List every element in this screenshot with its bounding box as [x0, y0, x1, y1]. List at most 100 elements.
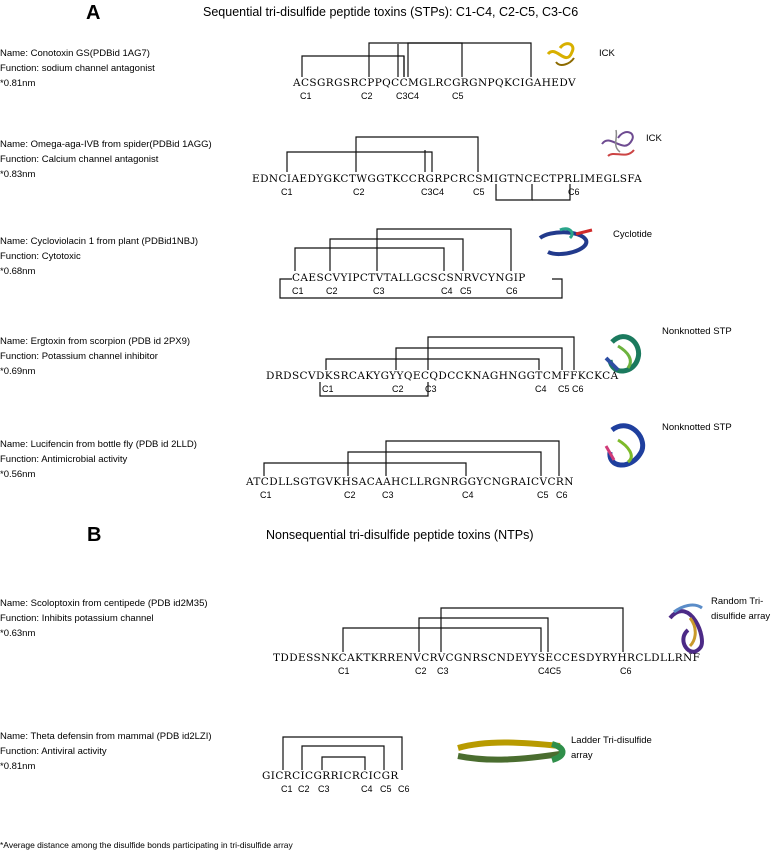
structure-label-5: Nonknotted STP: [662, 422, 732, 433]
panel-b-letter: B: [87, 524, 102, 546]
toxin-distance: *0.81nm: [0, 761, 36, 772]
cys-label: C6: [620, 666, 632, 676]
toxin-distance: *0.68nm: [0, 266, 36, 277]
bond-lines-3: [279, 228, 563, 299]
disulfide-bond: [301, 745, 385, 770]
toxin-info-3: Name: Cycloviolacin 1 from plant (PDBid1…: [0, 234, 198, 279]
cys-label: C2: [361, 91, 373, 101]
cys-label: C6: [572, 384, 584, 394]
structure-thumbnail-ergtoxin: [604, 334, 642, 374]
bond-lines-2: [286, 136, 571, 201]
structure-label-6: Random Tri-disulfide array: [711, 596, 771, 622]
toxin-function: Function: sodium channel antagonist: [0, 63, 155, 74]
cys-label: C3C4: [421, 187, 445, 197]
toxin-function: Function: Inhibits potassium channel: [0, 613, 154, 624]
structure-thumbnail-scoloptoxin: [668, 603, 704, 654]
structure-thumbnail-ick-1: [546, 42, 575, 66]
disulfide-bond: [347, 451, 542, 476]
disulfide-bond: [282, 736, 403, 770]
structure-thumbnail-cyclotide: [538, 227, 593, 257]
disulfide-bond: [342, 627, 542, 652]
bond-lines-4: [319, 336, 575, 397]
toxin-sequence-2: EDNCIAEDYGKCTWGGTKCCRGRPCRCSMIGTNCECTPRL…: [252, 173, 643, 185]
cys-label: C5: [452, 91, 464, 101]
structure-thumbnail-theta-defensin: [457, 739, 566, 763]
footnote: *Average distance among the disulfide bo…: [0, 840, 293, 850]
toxin-function: Function: Antiviral activity: [0, 746, 107, 757]
cys-label: C5: [558, 384, 570, 394]
cys-label: C1: [300, 91, 312, 101]
toxin-name: Name: Conotoxin GS(PDBid 1AG7): [0, 48, 150, 59]
cys-label: C3C4: [396, 91, 420, 101]
disulfide-bond: [294, 247, 445, 271]
cys-label: C3: [318, 784, 330, 794]
cys-label: C6: [398, 784, 410, 794]
structure-label-7: Ladder Tri-disulfide array: [571, 735, 652, 761]
cys-label: C1: [292, 286, 304, 296]
toxin-distance: *0.69nm: [0, 366, 36, 377]
cys-label: C5: [380, 784, 392, 794]
toxin-sequence-3: CAESCVYIPCTVTALLGCSCSNRVCYNGIP: [292, 272, 526, 284]
cys-label: C3: [382, 490, 394, 500]
cyclic-backbone: [279, 278, 563, 299]
cys-label: C5: [473, 187, 485, 197]
disulfide-bond: [286, 151, 433, 172]
structure-label-3: Cyclotide: [613, 229, 653, 240]
cys-label: C2: [353, 187, 365, 197]
disulfide-bond: [329, 238, 464, 271]
cys-label: C1: [281, 187, 293, 197]
toxin-sequence-4: DRDSCVDKSRCAKYGYYQECQDCCKNAGHNGGTCMFFKCK…: [266, 370, 619, 382]
disulfide-bond: [301, 55, 405, 77]
toxin-info-5: Name: Lucifencin from bottle fly (PDB id…: [0, 437, 197, 482]
structure-label-2: ICK: [646, 133, 662, 144]
toxin-name: Name: Cycloviolacin 1 from plant (PDBid1…: [0, 236, 198, 247]
cys-label: C4: [361, 784, 373, 794]
toxin-function: Function: Antimicrobial activity: [0, 454, 128, 465]
toxin-distance: *0.83nm: [0, 169, 36, 180]
cys-label: C2: [344, 490, 356, 500]
toxin-info-6: Name: Scoloptoxin from centipede (PDB id…: [0, 596, 208, 641]
toxin-function: Function: Calcium channel antagonist: [0, 154, 159, 165]
bond-lines-7: [282, 736, 403, 770]
structure-label-1: ICK: [599, 48, 615, 59]
cys-label: C6: [556, 490, 568, 500]
toxin-name: Name: Ergtoxin from scorpion (PDB id 2PX…: [0, 336, 191, 347]
panel-b-title: Nonsequential tri-disulfide peptide toxi…: [266, 528, 534, 542]
structure-label-4: Nonknotted STP: [662, 326, 732, 337]
toxin-sequence-5: ATCDLLSGTGVKHSACAAHCLLRGNRGGYCNGRAICVCRN: [246, 476, 574, 488]
toxin-distance: *0.63nm: [0, 628, 36, 639]
cys-label: C2: [326, 286, 338, 296]
disulfide-bond: [495, 184, 533, 201]
cys-label: C3: [425, 384, 437, 394]
cys-label: C2: [298, 784, 310, 794]
cys-label: C6: [506, 286, 518, 296]
toxin-name: Name: Omega-aga-IVB from spider(PDBid 1A…: [0, 139, 212, 150]
toxin-info-1: Name: Conotoxin GS(PDBid 1AG7) Function:…: [0, 46, 155, 91]
cys-label: C4C5: [538, 666, 562, 676]
toxin-distance: *0.56nm: [0, 469, 36, 480]
toxin-name: Name: Scoloptoxin from centipede (PDB id…: [0, 598, 208, 609]
disulfide-bond: [368, 42, 463, 77]
cys-label: C1: [260, 490, 272, 500]
structure-thumbnail-lucifencin: [604, 423, 646, 468]
cys-label: C1: [322, 384, 334, 394]
toxin-distance: *0.81nm: [0, 78, 36, 89]
toxin-info-7: Name: Theta defensin from mammal (PDB id…: [0, 729, 212, 774]
toxin-info-4: Name: Ergtoxin from scorpion (PDB id 2PX…: [0, 334, 190, 379]
structure-thumbnail-ick-2: [601, 129, 635, 157]
panel-a-letter: A: [86, 2, 101, 24]
cys-label: C6: [568, 187, 580, 197]
toxin-sequence-6: TDDESSNKCAKTKRRENVCRVCGNRSCNDEYYSECCESDY…: [273, 652, 701, 664]
disulfide-bond: [395, 347, 563, 370]
disulfide-bond: [321, 756, 366, 770]
disulfide-bond: [376, 228, 512, 271]
toxin-sequence-7: GICRCICGRRICRCICGR: [262, 770, 399, 782]
disulfide-bond: [385, 440, 560, 476]
toxin-function: Function: Potassium channel inhibitor: [0, 351, 158, 362]
cys-label: C5: [460, 286, 472, 296]
disulfide-bond: [440, 607, 624, 652]
panel-a-title: Sequential tri-disulfide peptide toxins …: [203, 5, 579, 19]
cys-label: C4: [441, 286, 453, 296]
disulfide-bond: [319, 382, 429, 397]
cys-label: C5: [537, 490, 549, 500]
